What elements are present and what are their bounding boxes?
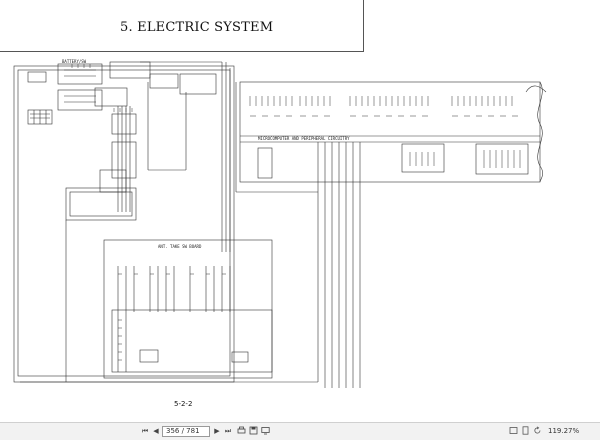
skip-back-icon: ⏮ bbox=[141, 427, 149, 435]
zoom-level-display[interactable]: 119.27% bbox=[548, 427, 580, 435]
display-button[interactable] bbox=[260, 426, 270, 437]
previous-page-button[interactable]: ◀ bbox=[151, 426, 161, 437]
previous-page-icon: ◀ bbox=[153, 427, 159, 435]
viewer-toolbar: ⏮ ◀ 356 / 781 ▶ ⏭ 119.27% bbox=[0, 422, 600, 440]
page-number-label: 5-2-2 bbox=[174, 400, 193, 408]
save-button[interactable] bbox=[248, 426, 258, 437]
fit-page-button[interactable] bbox=[520, 426, 530, 437]
fit-page-icon bbox=[522, 426, 528, 435]
display-icon bbox=[260, 427, 270, 435]
title-block: 5. ELECTRIC SYSTEM bbox=[0, 0, 364, 52]
page-title: 5. ELECTRIC SYSTEM bbox=[120, 20, 274, 35]
diagram-label-battery: BATTERY/SW bbox=[62, 59, 87, 64]
skip-forward-icon: ⏭ bbox=[224, 427, 232, 435]
next-page-icon: ▶ bbox=[214, 427, 220, 435]
print-button[interactable] bbox=[236, 426, 246, 437]
diagram-label-lower-box: ANT. TAKE SW BOARD bbox=[158, 244, 202, 249]
fit-width-icon bbox=[509, 427, 517, 434]
next-page-button[interactable]: ▶ bbox=[212, 426, 222, 437]
rotate-icon bbox=[533, 426, 540, 434]
diagram-label-microcomputer: MICROCOMPUTER AND PERIPHERAL CIRCUITRY bbox=[258, 136, 350, 141]
page-number-input[interactable]: 356 / 781 bbox=[162, 426, 210, 437]
first-page-button[interactable]: ⏮ bbox=[140, 426, 150, 437]
save-icon bbox=[249, 426, 257, 435]
document-page: 5. ELECTRIC SYSTEM bbox=[0, 0, 547, 408]
last-page-button[interactable]: ⏭ bbox=[223, 426, 233, 437]
fit-width-button[interactable] bbox=[508, 426, 518, 437]
print-icon bbox=[237, 426, 245, 434]
wiring-diagram: MICROCOMPUTER AND PERIPHERAL CIRCUITRY B… bbox=[13, 59, 547, 388]
rotate-button[interactable] bbox=[532, 426, 542, 437]
